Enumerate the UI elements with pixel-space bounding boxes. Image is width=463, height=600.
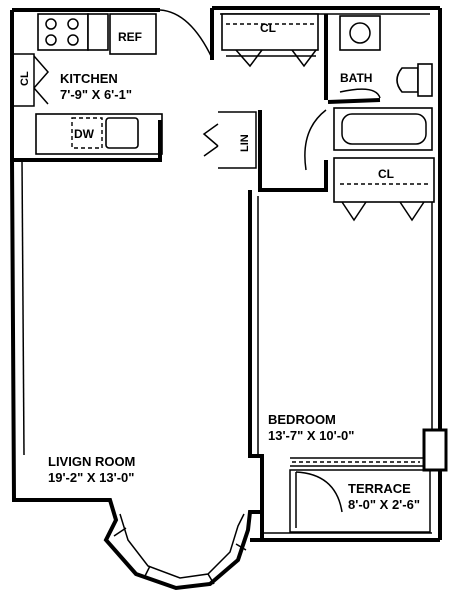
counter bbox=[87, 13, 109, 51]
bed-closet-label: CL bbox=[378, 167, 394, 181]
living-dims: 19'-2" X 13'-0" bbox=[48, 470, 134, 485]
toilet bbox=[396, 67, 419, 93]
partitions bbox=[248, 190, 448, 540]
kitchen-dims: 7'-9" X 6'-1" bbox=[60, 87, 132, 102]
stove bbox=[37, 13, 89, 51]
bath-name: BATH bbox=[340, 71, 372, 85]
terrace-name: TERRACE bbox=[348, 481, 411, 496]
bedroom-closet: CL bbox=[333, 157, 435, 222]
dw-label: DW bbox=[74, 127, 95, 141]
bathtub bbox=[333, 107, 433, 151]
bedroom-name: BEDROOM bbox=[268, 412, 336, 427]
kitchen-sink bbox=[105, 117, 139, 149]
bedroom-dims: 13'-7" X 10'-0" bbox=[268, 428, 354, 443]
linen-closet: LIN bbox=[202, 110, 328, 192]
refrigerator bbox=[109, 13, 157, 55]
terrace-dims: 8'-0" X 2'-6" bbox=[348, 497, 420, 512]
kitchen: REF CL KITCHEN 7'-9" X 6'-1" DW bbox=[14, 8, 214, 162]
dishwasher bbox=[71, 117, 103, 149]
bath-sink bbox=[339, 15, 381, 51]
living-name: LIVIGN ROOM bbox=[48, 454, 135, 469]
hall-closet-label: CL bbox=[260, 21, 276, 35]
bathroom: BATH bbox=[304, 14, 433, 171]
linen-label: LIN bbox=[239, 134, 251, 152]
ref-label: REF bbox=[118, 30, 142, 44]
hall-closet: CL bbox=[221, 13, 319, 68]
kitchen-name: KITCHEN bbox=[60, 71, 118, 86]
bay-window bbox=[14, 498, 262, 591]
terrace: TERRACE 8'-0" X 2'-6" bbox=[289, 457, 431, 533]
kitchen-closet-label: CL bbox=[19, 71, 31, 86]
